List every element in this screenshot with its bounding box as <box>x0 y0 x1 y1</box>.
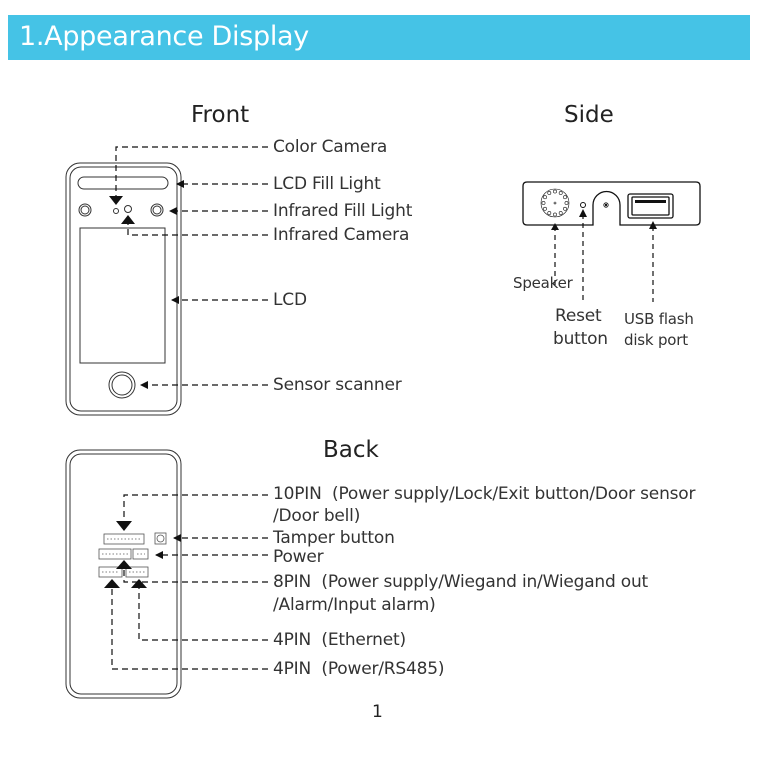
side-device <box>522 181 701 226</box>
label-infrared-fill-light: Infrared Fill Light <box>273 201 413 221</box>
infrared-fill-light-left-icon <box>78 203 92 217</box>
reset-button-icon <box>580 202 586 208</box>
tamper-button-box <box>154 532 167 545</box>
side-heading: Side <box>564 102 614 128</box>
label-infrared-camera: Infrared Camera <box>273 225 410 245</box>
pin8-arrow-icon <box>116 560 132 569</box>
label-usb-line1: USB flash <box>624 310 694 328</box>
back-inner-frame <box>69 453 178 695</box>
pin4-ethernet-leader <box>138 588 268 641</box>
label-8pin-line1: 8PIN (Power supply/Wiegand in/Wiegand ou… <box>273 572 649 592</box>
usb-port-outer <box>627 193 674 219</box>
connector-10pin <box>103 533 145 545</box>
pin10-leader <box>123 494 268 520</box>
color-camera-icon <box>113 208 119 214</box>
front-device <box>65 162 182 416</box>
label-10pin-line1: 10PIN (Power supply/Lock/Exit button/Doo… <box>273 484 696 504</box>
front-inner-frame <box>69 166 178 412</box>
screw-icon <box>603 202 609 208</box>
infrared-camera-leader <box>127 224 268 236</box>
color-camera-leader <box>115 146 268 196</box>
speaker-icon <box>540 188 570 218</box>
label-4pin-ethernet: 4PIN (Ethernet) <box>273 630 406 650</box>
front-outer-frame <box>65 162 182 416</box>
label-color-camera: Color Camera <box>273 137 388 157</box>
label-sensor-scanner: Sensor scanner <box>273 375 402 395</box>
label-usb-line2: disk port <box>624 331 688 349</box>
connector-4pin-ethernet <box>125 566 149 578</box>
label-lcd-fill-light: LCD Fill Light <box>273 174 381 194</box>
front-heading: Front <box>191 102 250 128</box>
label-8pin-line2: /Alarm/Input alarm) <box>273 595 436 615</box>
tamper-button-icon <box>156 534 165 543</box>
section-banner <box>8 15 750 60</box>
back-device <box>65 449 182 699</box>
connector-power <box>132 548 149 560</box>
side-body <box>522 181 701 226</box>
pin8-leader <box>123 569 268 583</box>
back-callouts <box>111 494 268 670</box>
infrared-camera-icon <box>124 205 132 213</box>
label-speaker: Speaker <box>513 274 573 292</box>
pin4-power-leader <box>111 588 268 670</box>
infrared-fill-light-right-icon <box>150 203 164 217</box>
pin4-ethernet-arrow-icon <box>131 579 147 588</box>
back-heading: Back <box>323 437 379 463</box>
lcd-screen <box>79 227 166 364</box>
connector-4pin-power-rs485 <box>98 566 123 578</box>
reset-arrow-icon <box>579 209 587 217</box>
label-reset-line1: Reset <box>555 306 602 326</box>
side-callouts <box>554 214 654 303</box>
back-outer-frame <box>65 449 182 699</box>
pin10-arrow-icon <box>116 521 132 531</box>
lcd-fill-light-bar <box>77 176 169 190</box>
label-lcd: LCD <box>273 290 307 310</box>
speaker-arrow-icon <box>551 223 559 230</box>
label-power: Power <box>273 547 324 567</box>
usb-arrow-icon <box>649 221 657 229</box>
section-title: 1.Appearance Display <box>19 21 309 52</box>
label-10pin-line2: /Door bell) <box>273 506 361 526</box>
connector-8pin <box>98 548 132 560</box>
usb-port-inner <box>631 196 670 216</box>
label-reset-line2: button <box>553 329 608 349</box>
pin4-power-arrow-icon <box>104 579 120 588</box>
sensor-scanner-icon <box>108 371 136 399</box>
color-camera-arrow-icon <box>109 196 123 205</box>
label-4pin-power-rs485: 4PIN (Power/RS485) <box>273 659 445 679</box>
usb-port-tongue <box>635 200 666 203</box>
label-tamper-button: Tamper button <box>273 528 395 548</box>
front-callouts <box>115 146 268 389</box>
infrared-camera-arrow-icon <box>121 215 135 224</box>
page-number: 1 <box>372 702 383 722</box>
